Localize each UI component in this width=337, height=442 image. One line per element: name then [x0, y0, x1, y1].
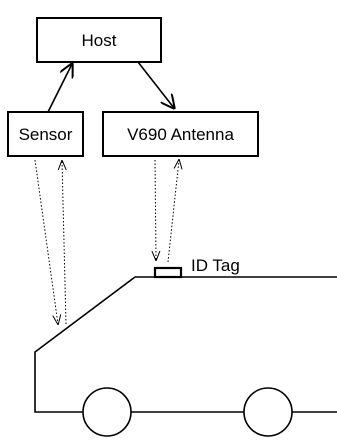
vehicle-outline: [34, 276, 337, 437]
host-label: Host: [82, 31, 117, 50]
sensor-vehicle-link: [34, 160, 66, 324]
sensor-to-host-arrow: [47, 64, 72, 113]
sensor-label: Sensor: [19, 125, 73, 144]
id-tag-label: ID Tag: [191, 256, 240, 275]
antenna-tag-link: [155, 160, 179, 263]
host-to-antenna-arrow: [137, 61, 174, 108]
front-wheel: [82, 387, 132, 437]
rear-wheel: [243, 387, 293, 437]
host-node: Host: [36, 17, 162, 63]
antenna-label: V690 Antenna: [127, 125, 234, 144]
id-tag: ID Tag: [153, 256, 240, 279]
antenna-node: V690 Antenna: [102, 111, 259, 157]
sensor-node: Sensor: [7, 111, 84, 157]
